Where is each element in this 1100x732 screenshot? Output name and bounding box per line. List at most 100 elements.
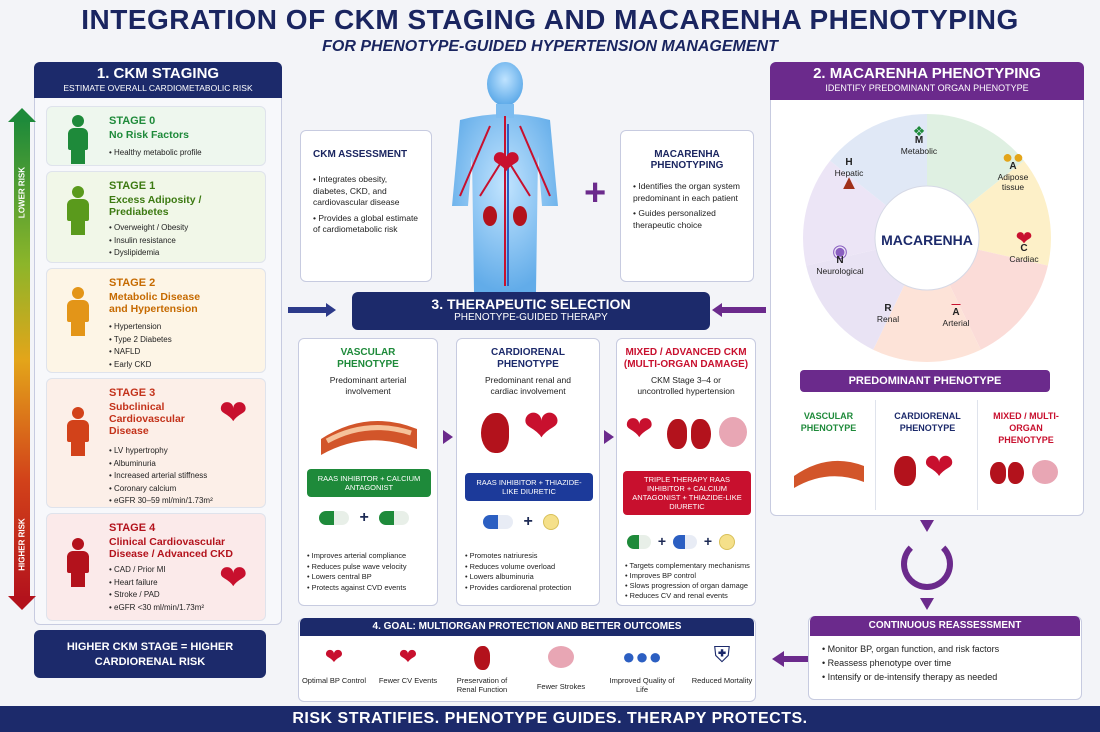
artery-illustration [794,460,864,488]
phenotype-title: CARDIORENAL PHENOTYPE [894,411,961,433]
stage-item: Hypertension [109,321,172,334]
goal-label: Reduced Mortality [691,676,753,685]
reassess-item: Monitor BP, organ function, and risk fac… [822,642,999,656]
phenotype-title: VASCULAR PHENOTYPE [337,347,399,370]
pill-icon [627,535,651,550]
stage-item: Overweight / Obesity [109,222,188,235]
therapy-header: 3. THERAPEUTIC SELECTION PHENOTYPE-GUIDE… [352,292,710,330]
stage-4-card: STAGE 4 Clinical Cardiovascular Disease … [46,513,266,621]
benefit-item: Reduces pulse wave velocity [307,562,407,573]
pill-icon [379,510,410,525]
reassess-heading: CONTINUOUS REASSESSMENT [868,620,1022,631]
main-subtitle: FOR PHENOTYPE-GUIDED HYPERTENSION MANAGE… [322,38,778,55]
person-icon [67,287,89,336]
heart-icon: ❤ [492,144,521,182]
ckm-footer-box: HIGHER CKM STAGE = HIGHER CARDIORENAL RI… [34,630,266,678]
pill-icon [319,510,349,525]
stage-item: eGFR <30 ml/min/1.73m² [109,602,204,615]
goal-label: Improved Quality of Life [609,676,675,694]
kidney-icon [894,456,916,486]
person-icon [67,115,89,164]
tagline-banner: RISK STRATIFIES. PHENOTYPE GUIDES. THERA… [0,706,1100,732]
predominant-header: PREDOMINANT PHENOTYPE [800,370,1050,392]
heart-icon: ❤ [398,644,418,669]
mac-box-title: MACARENHA PHENOTYPING [650,149,724,171]
stage-item: Insulin resistance [109,235,188,248]
stage-label: STAGE 1 [109,180,156,192]
phenotype-title: VASCULAR PHENOTYPE [800,411,857,433]
goal-label: Fewer CV Events [378,676,438,685]
kidney-icon [481,413,509,453]
predominant-label: PREDOMINANT PHENOTYPE [848,375,1002,387]
heart-icon: ❤ [924,446,955,487]
stage-name: Metabolic Disease and Hypertension [109,291,201,315]
heart-icon: ❤ [219,559,248,597]
kidney-icon [1008,462,1024,484]
benefit-item: Protects against CVD events [307,583,407,594]
brain-icon [719,417,747,447]
macarenha-wheel [803,114,1051,362]
mac-box-item: Identifies the organ system predominant … [633,181,741,204]
macarenha-header: 2. MACARENHA PHENOTYPING IDENTIFY PREDOM… [770,62,1084,100]
drug-badge: RAAS INHIBITOR + CALCIUM ANTAGONIST [307,469,431,497]
mac-subheading: IDENTIFY PREDOMINANT ORGAN PHENOTYPE [825,83,1029,93]
stage-3-card: STAGE 3 Subclinical Cardiovascular Disea… [46,378,266,508]
arrow-right-icon [288,307,328,313]
higher-risk-label: HIGHER RISK [17,518,27,571]
stage-item: Increased arterial stiffness [109,470,213,483]
phenotype-title: MIXED / ADVANCED CKM (MULTI-ORGAN DAMAGE… [623,347,749,370]
therapy-column-mixed: MIXED / ADVANCED CKM (MULTI-ORGAN DAMAGE… [616,338,756,606]
arrow-head-icon [326,303,336,317]
drug-badge: RAAS INHIBITOR + THIAZIDE-LIKE DIURETIC [465,473,593,501]
phenotype-desc: Predominant renal and cardiac involvemen… [484,375,571,396]
stage-label: STAGE 0 [109,115,156,127]
risk-gradient-bar [14,120,30,600]
shield-icon: ⛨ [713,642,731,667]
kidney-icon [990,462,1006,484]
goal-label: Optimal BP Control [301,676,367,685]
ckm-assessment-box: CKM ASSESSMENT Integrates obesity, diabe… [300,130,432,282]
goal-label: Preservation of Renal Function [456,676,508,694]
stage-name: Clinical Cardiovascular Disease / Advanc… [109,536,233,560]
assessment-title: CKM ASSESSMENT [313,149,408,160]
benefit-item: Slows progression of organ damage [625,581,750,591]
pill-combo: + [319,509,410,527]
stage-0-card: STAGE 0 No Risk Factors Healthy metaboli… [46,106,266,166]
benefit-item: Promotes natriuresis [465,551,572,562]
stage-item: NAFLD [109,346,172,359]
stage-item: Type 2 Diabetes [109,334,172,347]
stage-item: Stroke / PAD [109,589,204,602]
pill-combo: + + [627,533,735,551]
person-icon [67,538,89,587]
phenotype-title: MIXED / MULTI-ORGAN PHENOTYPE [993,411,1059,445]
mac-heading: 2. MACARENHA PHENOTYPING [813,65,1041,82]
reassess-item: Reassess phenotype over time [822,656,999,670]
therapy-column-cardiorenal: CARDIORENAL PHENOTYPE Predominant renal … [456,338,600,606]
tablet-icon [718,534,735,551]
assessment-item: Integrates obesity, diabetes, CKD, and c… [313,174,419,209]
macarenha-info-box: MACARENHA PHENOTYPING Identifies the org… [620,130,754,282]
therapy-column-vascular: VASCULAR PHENOTYPE Predominant arterial … [298,338,438,606]
stage-item: Albuminuria [109,458,213,471]
stage-label: STAGE 2 [109,277,156,289]
drug-badge: TRIPLE THERAPY RAAS INHIBITOR + CALCIUM … [623,471,751,515]
artery-icon: ⎯ [951,293,961,313]
benefit-item: Improves arterial compliance [307,551,407,562]
heart-icon: ❤ [219,394,248,432]
liver-icon: ▲ [839,172,859,194]
brain-icon: ◉ [832,241,848,261]
mac-box-item: Guides personalized therapeutic choice [633,208,741,231]
person-icon [67,186,89,235]
heart-icon: ❤ [625,410,654,448]
ckm-subheading: ESTIMATE OVERALL CARDIOMETABOLIC RISK [63,83,253,93]
cardiorenal-phenotype-card: CARDIORENAL PHENOTYPE ❤ [878,400,978,510]
arrow-head-icon [712,303,722,317]
stage-name: No Risk Factors [109,129,189,141]
risk-arrow-down [8,596,36,610]
assessment-item: Provides a global estimate of cardiometa… [313,213,419,236]
brain-icon [548,646,574,668]
